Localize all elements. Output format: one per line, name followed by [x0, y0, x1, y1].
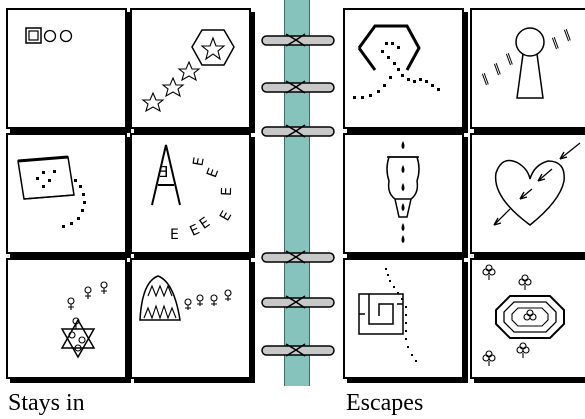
card-lamp-drops[interactable]	[343, 133, 464, 254]
binder-ring	[262, 34, 334, 46]
keyhole-eighths-icon: ‖ ‖ ‖ ‖ ‖	[472, 10, 585, 127]
card-keyhole-eighths[interactable]: ‖ ‖ ‖ ‖ ‖	[470, 8, 585, 129]
svg-text:E: E	[217, 208, 235, 224]
card-maze-dots[interactable]	[343, 258, 464, 379]
heart-arrows-icon	[472, 135, 585, 252]
card-heart-arrows[interactable]	[470, 133, 585, 254]
svg-text:‖: ‖	[504, 51, 514, 66]
svg-text:E: E	[170, 227, 179, 243]
card-squares-circles[interactable]	[6, 8, 127, 129]
caption-escapes: Escapes	[346, 391, 423, 415]
maze-dots-icon	[345, 260, 462, 377]
card-hexagon-stars[interactable]	[130, 8, 251, 129]
letter-a-es-icon: Ǝ E E E E E E E	[132, 135, 249, 252]
pentagon-dots-icon	[345, 10, 462, 127]
binder-ring	[262, 251, 334, 263]
binder-ring	[262, 344, 334, 356]
card-bucket-dots[interactable]	[6, 133, 127, 254]
octagon-clovers-icon	[472, 260, 585, 377]
svg-text:‖: ‖	[492, 61, 502, 76]
svg-text:E: E	[190, 156, 207, 168]
star-of-david-keys-icon	[8, 260, 125, 377]
hexagon-stars-icon	[132, 10, 249, 127]
card-shark-jaw-keys[interactable]	[130, 258, 251, 379]
card-pentagon-dots[interactable]	[343, 8, 464, 129]
binder-ring	[262, 296, 334, 308]
binder-ring	[262, 125, 334, 137]
svg-text:E: E	[204, 166, 222, 180]
svg-text:Ǝ: Ǝ	[159, 163, 168, 181]
card-letter-a-es[interactable]: Ǝ E E E E E E E	[130, 133, 251, 254]
shark-jaw-keys-icon	[132, 260, 249, 377]
svg-text:‖: ‖	[562, 27, 572, 42]
card-star-of-david-keys[interactable]	[6, 258, 127, 379]
squares-circles-icon	[8, 10, 125, 127]
caption-stays-in: Stays in	[8, 391, 85, 415]
card-octagon-clovers[interactable]	[470, 258, 585, 379]
svg-text:E: E	[219, 187, 235, 196]
svg-text:‖: ‖	[550, 35, 560, 50]
lamp-drops-icon	[345, 135, 462, 252]
svg-text:‖: ‖	[480, 71, 490, 86]
binder-ring	[262, 81, 334, 93]
bucket-dots-icon	[8, 135, 125, 252]
